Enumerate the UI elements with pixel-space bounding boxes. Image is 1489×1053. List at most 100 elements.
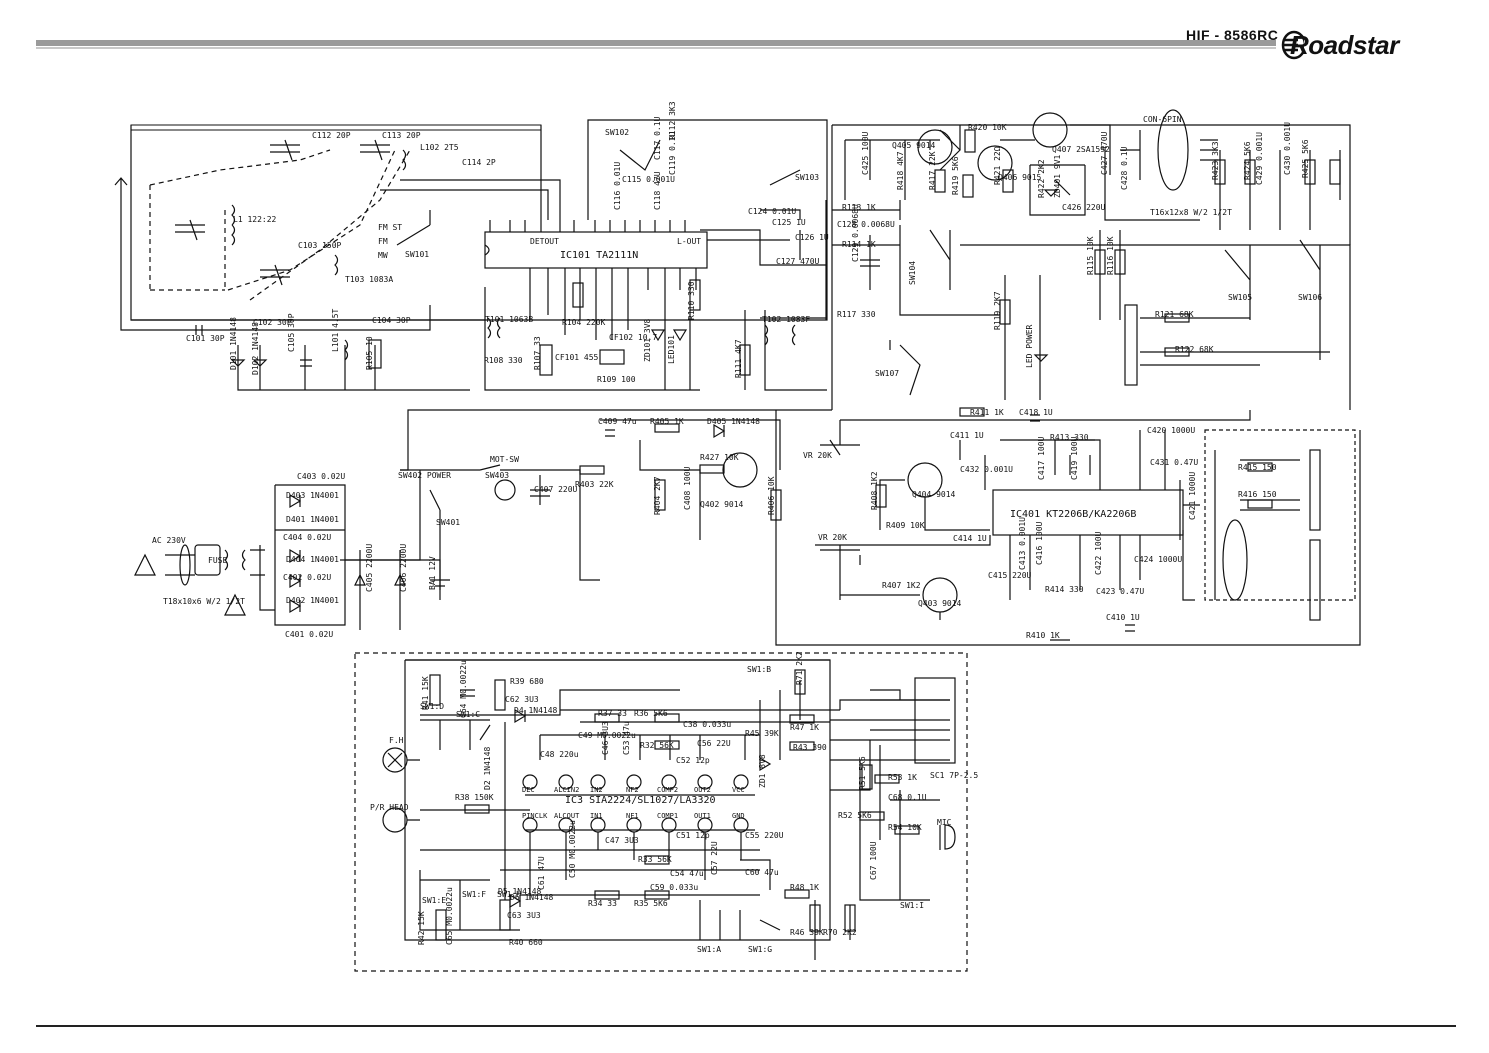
label-ic3: IC3 SIA2224/SL1027/LA3320 xyxy=(565,795,716,806)
label-r407: R407 1K2 xyxy=(882,581,921,590)
header-rule-shadow xyxy=(36,47,1276,49)
label-r405: R405 1K xyxy=(650,417,684,426)
label-ic401: IC401 KT2206B/KA2206B xyxy=(1010,509,1136,520)
label-c63: C63 3U3 xyxy=(507,911,541,920)
label-c428: C428 0.1U xyxy=(1120,146,1129,190)
label-r122: R122 68K xyxy=(1175,345,1214,354)
label-c68: C68 0.1U xyxy=(888,793,927,802)
label-c126: C126 1U xyxy=(795,233,829,242)
label-sw1d: SW1:D xyxy=(420,702,444,711)
label-r48: R48 1K xyxy=(790,883,819,892)
label-c56: C56 22U xyxy=(697,739,731,748)
label-sw104: SW104 xyxy=(908,261,917,285)
label-sw1e: SW1:E xyxy=(422,896,446,905)
label-r113: R113 1K xyxy=(842,203,876,212)
label-r41: R41 15K xyxy=(421,676,430,710)
label-t18: T18x10x6 W/2 1/2T xyxy=(163,597,245,606)
label-ba: BA1 12V xyxy=(428,556,437,590)
label-c64: C64 M0.0022u xyxy=(459,660,468,718)
ic3-pin-bottom: IN1 xyxy=(590,812,603,820)
roadstar-logo-icon xyxy=(1281,30,1304,60)
ic3-pin-bottom: COMP1 xyxy=(657,812,678,820)
label-c50: C50 M0.0022u xyxy=(568,820,577,878)
label-r410: R410 1K xyxy=(1026,631,1060,640)
label-c401: C401 0.02U xyxy=(285,630,333,639)
label-zd401: ZD401 9V1 xyxy=(1053,154,1062,198)
label-d401: D401 1N4001 xyxy=(286,515,339,524)
label-r425: R425 5K6 xyxy=(1301,139,1310,178)
ic3-pin-top: ALCIN2 xyxy=(554,786,579,794)
label-c406: C406 2200U xyxy=(399,544,408,592)
label-c51: C51 12p xyxy=(676,831,710,840)
label-q405: Q405 9014 xyxy=(892,141,936,150)
label-q402: Q402 9014 xyxy=(700,500,744,509)
label-c46: C46 3U3 xyxy=(601,721,610,755)
label-c101: C101 30P xyxy=(186,334,225,343)
label-led: LED POWER xyxy=(1025,324,1034,368)
label-r47: R47 1K xyxy=(790,723,819,732)
label-detout: DETOUT xyxy=(530,237,559,246)
label-d6: D6 1N4148 xyxy=(510,893,554,902)
label-sw101: SW101 xyxy=(405,250,429,259)
label-c54: C54 47u xyxy=(670,869,704,878)
label-c407: C407 220U xyxy=(534,485,578,494)
label-sw1i: SW1:I xyxy=(900,901,924,910)
label-r115: R115 10K xyxy=(1086,236,1095,275)
label-c430: C430 0.001U xyxy=(1283,122,1292,175)
label-sw1c: SW1:C xyxy=(456,710,480,719)
label-c404: C404 0.02U xyxy=(283,533,331,542)
label-c129: C129 0.0068U xyxy=(851,204,860,262)
label-lout: L-OUT xyxy=(677,237,701,246)
ic3-pin-bottom: GND xyxy=(732,812,745,820)
label-sc1: SC1 7P-2.5 xyxy=(930,771,978,780)
label-c117: C117 0.1U xyxy=(653,116,662,160)
label-d402: D402 1N4001 xyxy=(286,596,339,605)
label-c420: C420 1000U xyxy=(1147,426,1195,435)
label-c57: C57 22U xyxy=(710,841,719,875)
label-r40: R40 660 xyxy=(509,938,543,947)
footer-rule xyxy=(36,1025,1456,1027)
label-mw: MW xyxy=(378,251,388,260)
brand-name: Roadstar xyxy=(1290,30,1399,60)
label-r38: R38 150K xyxy=(455,793,494,802)
label-mot: MOT-SW xyxy=(490,455,519,464)
label-c414: C414 1U xyxy=(953,534,987,543)
label-vr2: VR 20K xyxy=(818,533,847,542)
label-c409: C409 47u xyxy=(598,417,637,426)
label-c67: C67 100U xyxy=(869,841,878,880)
label-c128: C128 0.0068U xyxy=(837,220,895,229)
label-d4: D4 1N4148 xyxy=(514,706,558,715)
label-c426: C426 220U xyxy=(1062,203,1106,212)
label-c127: C127 470U xyxy=(776,257,820,266)
label-r54: R54 10K xyxy=(888,823,922,832)
label-r105: R105 10 xyxy=(365,336,374,370)
label-sw1f: SW1:F xyxy=(462,890,486,899)
label-q403: Q403 9014 xyxy=(918,599,962,608)
label-c432: C432 0.001U xyxy=(960,465,1013,474)
ic3-pin-bottom: ALCOUT xyxy=(554,812,580,820)
ic3-pin-top: OUT2 xyxy=(694,786,711,794)
label-r422: R422 2K2 xyxy=(1037,159,1046,198)
label-c48: C48 220u xyxy=(540,750,579,759)
label-q407: Q407 2SA1592 xyxy=(1052,145,1110,154)
label-sw401: SW401 xyxy=(436,518,460,527)
label-sw1a: SW1:A xyxy=(697,945,721,954)
label-q406: Q406 9015 xyxy=(998,173,1042,182)
label-c421: C421 1000U xyxy=(1188,472,1197,520)
label-r51: R51 5K6 xyxy=(858,756,867,790)
label-l101: L101 4.5T xyxy=(331,308,340,352)
label-t102: T102 1083F xyxy=(762,315,810,324)
label-c102: C102 30P xyxy=(253,318,292,327)
label-r43: R43 390 xyxy=(793,743,827,752)
label-r34: R34 33 xyxy=(588,899,617,908)
ic3-pin-bottom: NF1 xyxy=(626,812,639,820)
label-sw1g: SW1:G xyxy=(748,945,772,954)
label-d403: D403 1N4001 xyxy=(286,491,339,500)
label-r71: R71 2K2 xyxy=(795,651,804,685)
label-r417: R417 22K xyxy=(928,151,937,190)
label-sw102: SW102 xyxy=(605,128,629,137)
label-d405: D405 1N4148 xyxy=(707,417,760,426)
label-r424: R424 5K6 xyxy=(1243,141,1252,180)
label-c47: C47 3U3 xyxy=(605,836,639,845)
